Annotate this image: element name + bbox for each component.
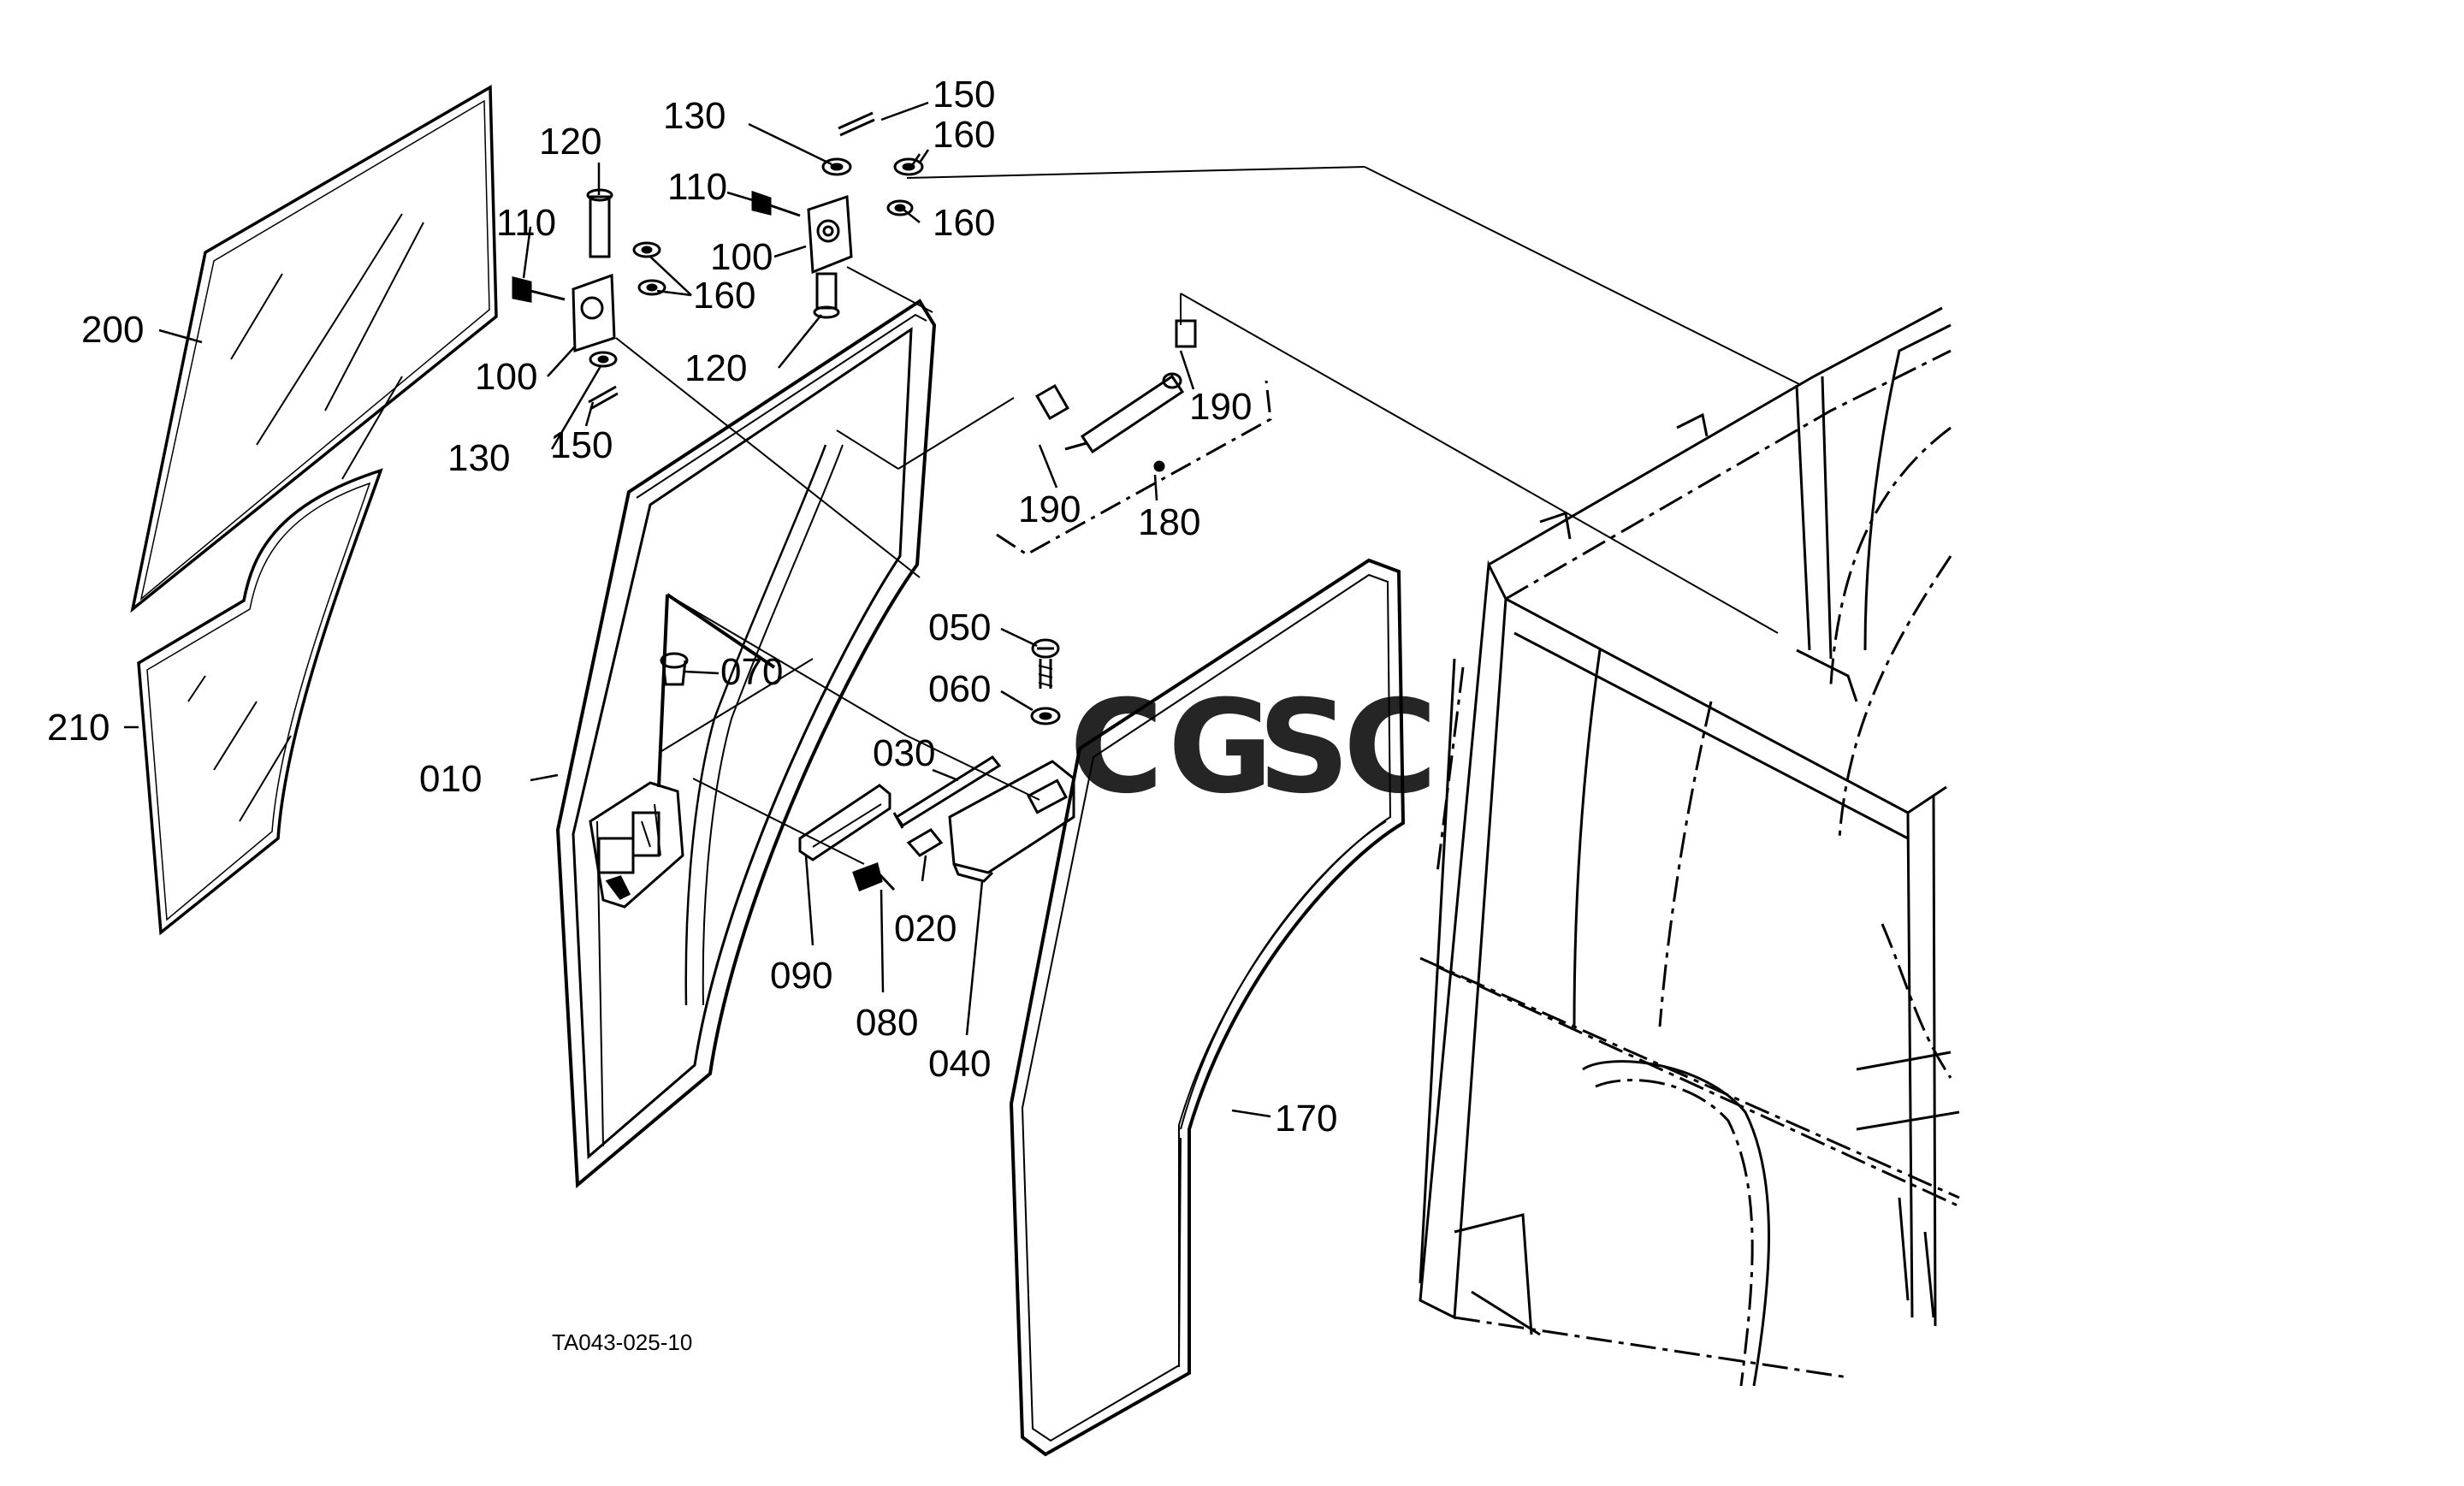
callout-160-top-a: 160	[933, 114, 995, 156]
callout-110-left: 110	[496, 202, 556, 244]
callout-180: 180	[1138, 501, 1200, 543]
callout-130-top: 130	[663, 95, 726, 137]
callout-070: 070	[720, 651, 783, 693]
callout-130-left: 130	[447, 437, 510, 479]
callout-210: 210	[47, 707, 110, 749]
callout-020: 020	[894, 908, 957, 950]
callout-150-top: 150	[933, 74, 995, 115]
callout-010: 010	[419, 758, 482, 800]
callout-160-top-b: 160	[933, 202, 995, 244]
callout-190-right: 190	[1189, 386, 1252, 428]
watermark-letter-c2: C	[1343, 673, 1437, 822]
glass-panel-200	[130, 85, 498, 613]
hinge-lower-left	[512, 188, 666, 411]
callout-050: 050	[928, 607, 991, 648]
callout-170: 170	[1275, 1098, 1337, 1140]
callout-160-mid: 160	[693, 275, 755, 317]
callout-100-left: 100	[475, 356, 537, 398]
watermark-letter-s: S	[1258, 673, 1350, 822]
callout-080: 080	[856, 1002, 918, 1044]
screw-050	[1031, 638, 1060, 689]
installation-lines	[615, 166, 1802, 865]
callout-120-left: 120	[539, 121, 601, 163]
screw-080	[852, 862, 896, 891]
glass-panel-210	[137, 468, 383, 936]
watermark-letter-g: G	[1168, 673, 1273, 822]
outer-handle-040	[948, 760, 1075, 883]
pad-020	[906, 828, 944, 857]
watermark-letter-c1: C	[1069, 673, 1164, 822]
callout-labels: 150 130 160 120 110 160 110 100 160 200 …	[47, 74, 1337, 1140]
rod-030	[892, 755, 1002, 829]
callout-110-right: 110	[667, 166, 727, 208]
callout-040: 040	[928, 1043, 991, 1085]
inner-handle-090	[798, 784, 891, 861]
callout-150-left: 150	[550, 424, 613, 466]
door-frame-010	[555, 299, 937, 1189]
callout-120-mid: 120	[684, 347, 747, 389]
door-latch-assembly	[589, 781, 684, 909]
callout-060: 060	[928, 668, 991, 710]
leader-lines	[124, 101, 1271, 1118]
callout-190-left: 190	[1018, 488, 1081, 530]
watermark-logo: C G S C	[1069, 673, 1437, 822]
bushing-070	[660, 652, 689, 686]
drawing-code: TA043-025-10	[552, 1329, 692, 1355]
callout-100-right: 100	[710, 236, 773, 278]
door-seal-170	[1009, 558, 1406, 1457]
hinge-upper-right	[751, 111, 924, 319]
cab-frame	[1419, 306, 1960, 1387]
callout-090: 090	[770, 955, 832, 997]
washer-060	[1030, 707, 1061, 725]
callout-200: 200	[81, 309, 144, 351]
callout-030: 030	[873, 732, 935, 774]
gas-strut-180	[996, 319, 1272, 556]
